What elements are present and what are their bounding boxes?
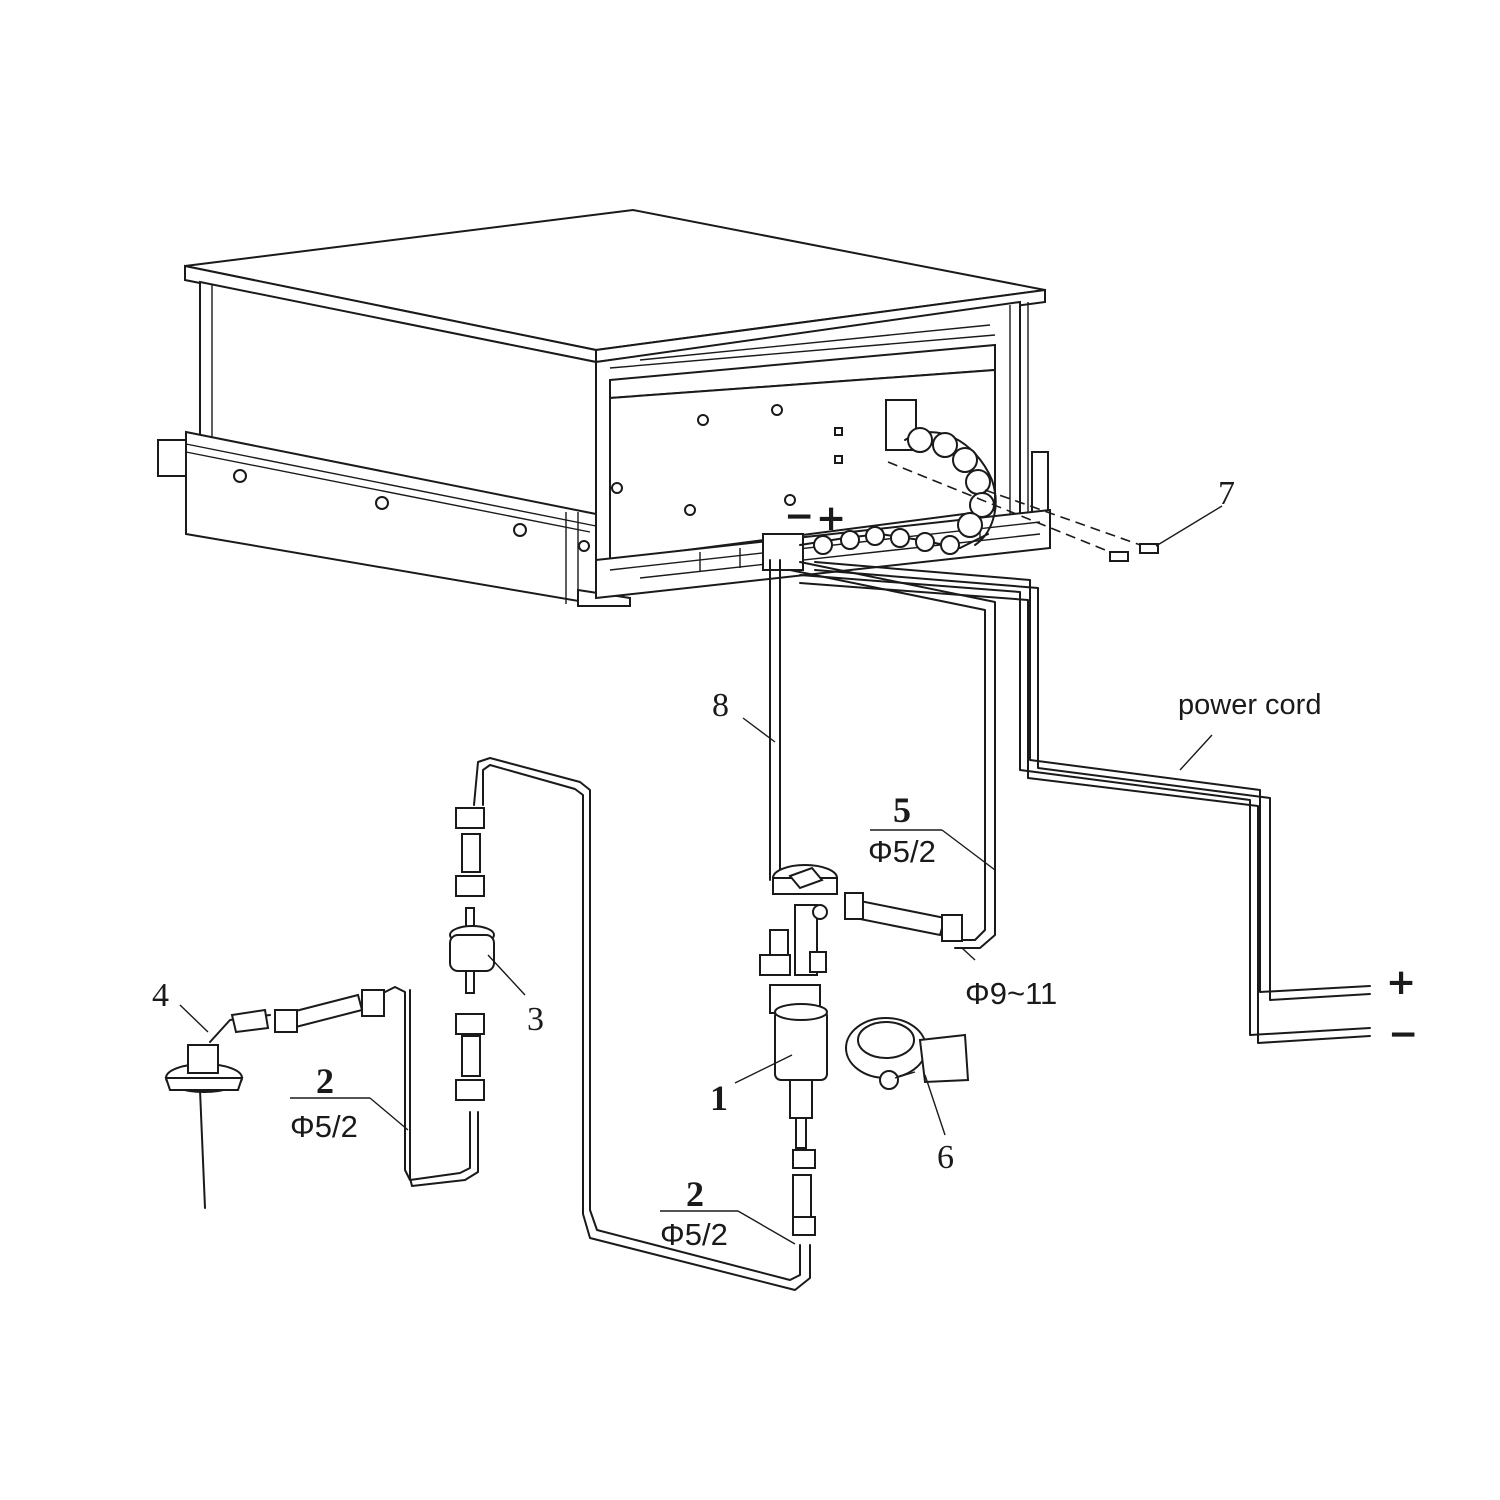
power-cord	[799, 561, 1371, 1044]
wire-harness	[799, 427, 997, 555]
label-part-5-clamp-spec: Φ9~11	[965, 976, 1057, 1011]
fuel-line-2b	[473, 757, 811, 1291]
label-part-4: 4	[152, 977, 169, 1014]
fuel-filter-3	[449, 807, 526, 1101]
label-power-cord: power cord	[1178, 689, 1321, 721]
label-part-7: 7	[1218, 475, 1235, 512]
fuel-line-2a	[290, 986, 479, 1187]
terminal-minus-sign: −	[1388, 1014, 1418, 1055]
screw-icon	[1109, 551, 1129, 562]
screw-icon	[1139, 543, 1159, 554]
label-part-1: 1	[710, 1078, 728, 1118]
heater-unit: − +	[157, 208, 1223, 607]
fuel-line-8	[742, 559, 996, 949]
label-part-5-spec: Φ5/2	[868, 834, 936, 869]
label-part-5-number: 5	[893, 790, 911, 830]
label-part-8: 8	[712, 687, 729, 724]
label-part-2a-number: 2	[316, 1061, 334, 1101]
bracket-6	[845, 1017, 970, 1136]
label-part-3: 3	[527, 1001, 544, 1038]
heater-minus-sign: −	[784, 496, 814, 537]
terminal-plus-sign: +	[1386, 962, 1416, 1003]
heater-plus-sign: +	[816, 498, 846, 539]
label-part-6: 6	[937, 1139, 954, 1176]
fuel-pump-1	[734, 864, 838, 1236]
hose-5	[812, 829, 996, 961]
tank-pickup-4	[164, 989, 385, 1209]
label-part-2a-spec: Φ5/2	[290, 1109, 358, 1144]
label-part-2b-spec: Φ5/2	[660, 1217, 728, 1252]
label-part-2b-number: 2	[686, 1174, 704, 1214]
